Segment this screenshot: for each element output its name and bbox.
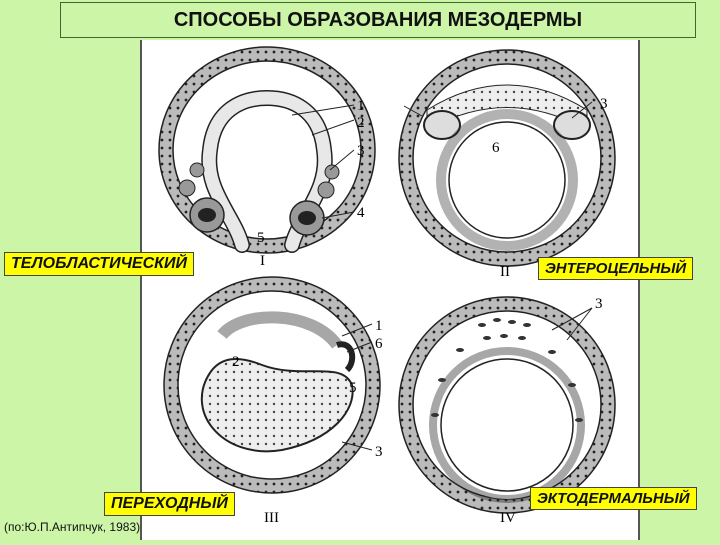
label-i-3: 3 <box>357 143 365 159</box>
title-text: СПОСОБЫ ОБРАЗОВАНИЯ МЕЗОДЕРМЫ <box>173 8 583 31</box>
embryo-diagram: 1 2 3 4 5 I 3 6 II <box>158 46 616 526</box>
roman-iv: IV <box>500 510 516 526</box>
label-iii-3: 3 <box>375 444 383 460</box>
label-i-4: 4 <box>357 205 365 221</box>
page-title: СПОСОБЫ ОБРАЗОВАНИЯ МЕЗОДЕРМЫ <box>60 2 696 38</box>
embryo-ii: 3 6 II <box>398 49 616 280</box>
method-label-enterocoelic: ЭНТЕРОЦЕЛЬНЫЙ <box>538 257 694 280</box>
roman-i: I <box>260 253 265 269</box>
diagram-panel: 1 2 3 4 5 I 3 6 II <box>140 40 640 540</box>
method-label-ectodermal: ЭКТОДЕРМАЛЬНЫЙ <box>530 487 697 510</box>
label-iii-2: 2 <box>232 354 240 370</box>
roman-ii: II <box>500 264 510 280</box>
label-iii-1: 1 <box>375 318 383 334</box>
label-i-2: 2 <box>357 115 365 131</box>
method-label-teloblastic: ТЕЛОБЛАСТИЧЕСКИЙ <box>4 252 194 276</box>
embryo-i: 1 2 3 4 5 I <box>158 46 376 269</box>
source-citation: (по:Ю.П.Антипчук, 1983) <box>4 520 141 534</box>
embryo-iv: 3 IV <box>398 296 616 526</box>
roman-iii: III <box>264 510 279 526</box>
embryo-iii: 1 6 2 5 3 III <box>163 276 383 526</box>
label-ii-3: 3 <box>600 96 608 112</box>
label-i-1: 1 <box>357 98 365 114</box>
label-ii-6: 6 <box>492 140 500 156</box>
label-i-5: 5 <box>257 230 265 246</box>
label-iv-3: 3 <box>595 296 603 312</box>
label-iii-5: 5 <box>349 380 357 396</box>
method-label-transitional: ПЕРЕХОДНЫЙ <box>104 492 235 516</box>
label-iii-6: 6 <box>375 336 383 352</box>
mesoderm-cells <box>431 318 583 422</box>
